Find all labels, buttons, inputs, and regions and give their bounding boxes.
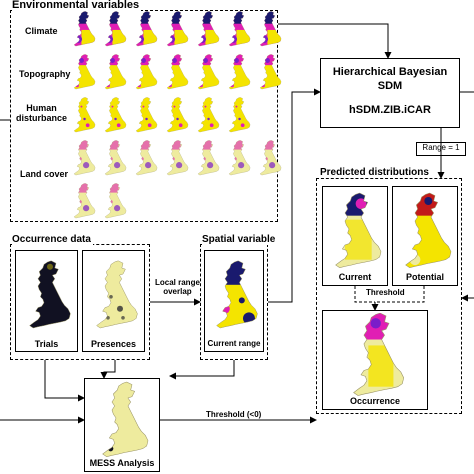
predicted-distributions-title: Predicted distributions xyxy=(318,167,431,178)
panel-occurrence xyxy=(322,310,428,410)
current-range-label: Current range xyxy=(207,339,261,348)
mess-threshold-label: Threshold (<0) xyxy=(206,410,262,419)
arrow-presences-to-mess xyxy=(100,360,116,379)
occurrence-data-title: Occurrence data xyxy=(12,234,93,245)
panel-potential xyxy=(392,186,458,286)
mess-label: MESS Analysis xyxy=(89,458,155,468)
row-label-land-cover: Land cover xyxy=(20,169,69,179)
model-title-line2: SDM xyxy=(377,80,403,92)
presences-label: Presences xyxy=(90,339,137,349)
predicted-threshold-label: Threshold xyxy=(366,288,405,297)
panel-current-range xyxy=(204,250,264,352)
arrow-trials-to-mess xyxy=(44,360,85,402)
human-disturbance-text: Human disturbance xyxy=(16,103,68,123)
local-range-overlap-label: Local range overlap xyxy=(155,278,200,296)
panel-presences xyxy=(82,250,145,352)
spatial-variable-title: Spatial variable xyxy=(202,234,278,245)
arrow-spatial-to-mess xyxy=(169,360,235,380)
model-package-name: hSDM.ZIB.iCAR xyxy=(349,104,431,116)
arrow-env-to-model xyxy=(278,23,392,59)
row-label-topography: Topography xyxy=(19,69,71,79)
env-variables-title: Environmental variables xyxy=(12,0,142,12)
panel-trials xyxy=(15,250,78,352)
model-title-line1: Hierarchical Bayesian xyxy=(332,66,448,78)
range-label: Range = 1 xyxy=(422,143,460,152)
current-label: Current xyxy=(338,272,372,282)
potential-label: Potential xyxy=(405,272,444,282)
occurrence-label: Occurrence xyxy=(349,396,401,406)
row-label-climate: Climate xyxy=(25,26,58,36)
row-label-human-disturbance: Human disturbance xyxy=(16,103,68,124)
panel-current xyxy=(322,186,388,286)
trials-label: Trials xyxy=(34,339,59,349)
